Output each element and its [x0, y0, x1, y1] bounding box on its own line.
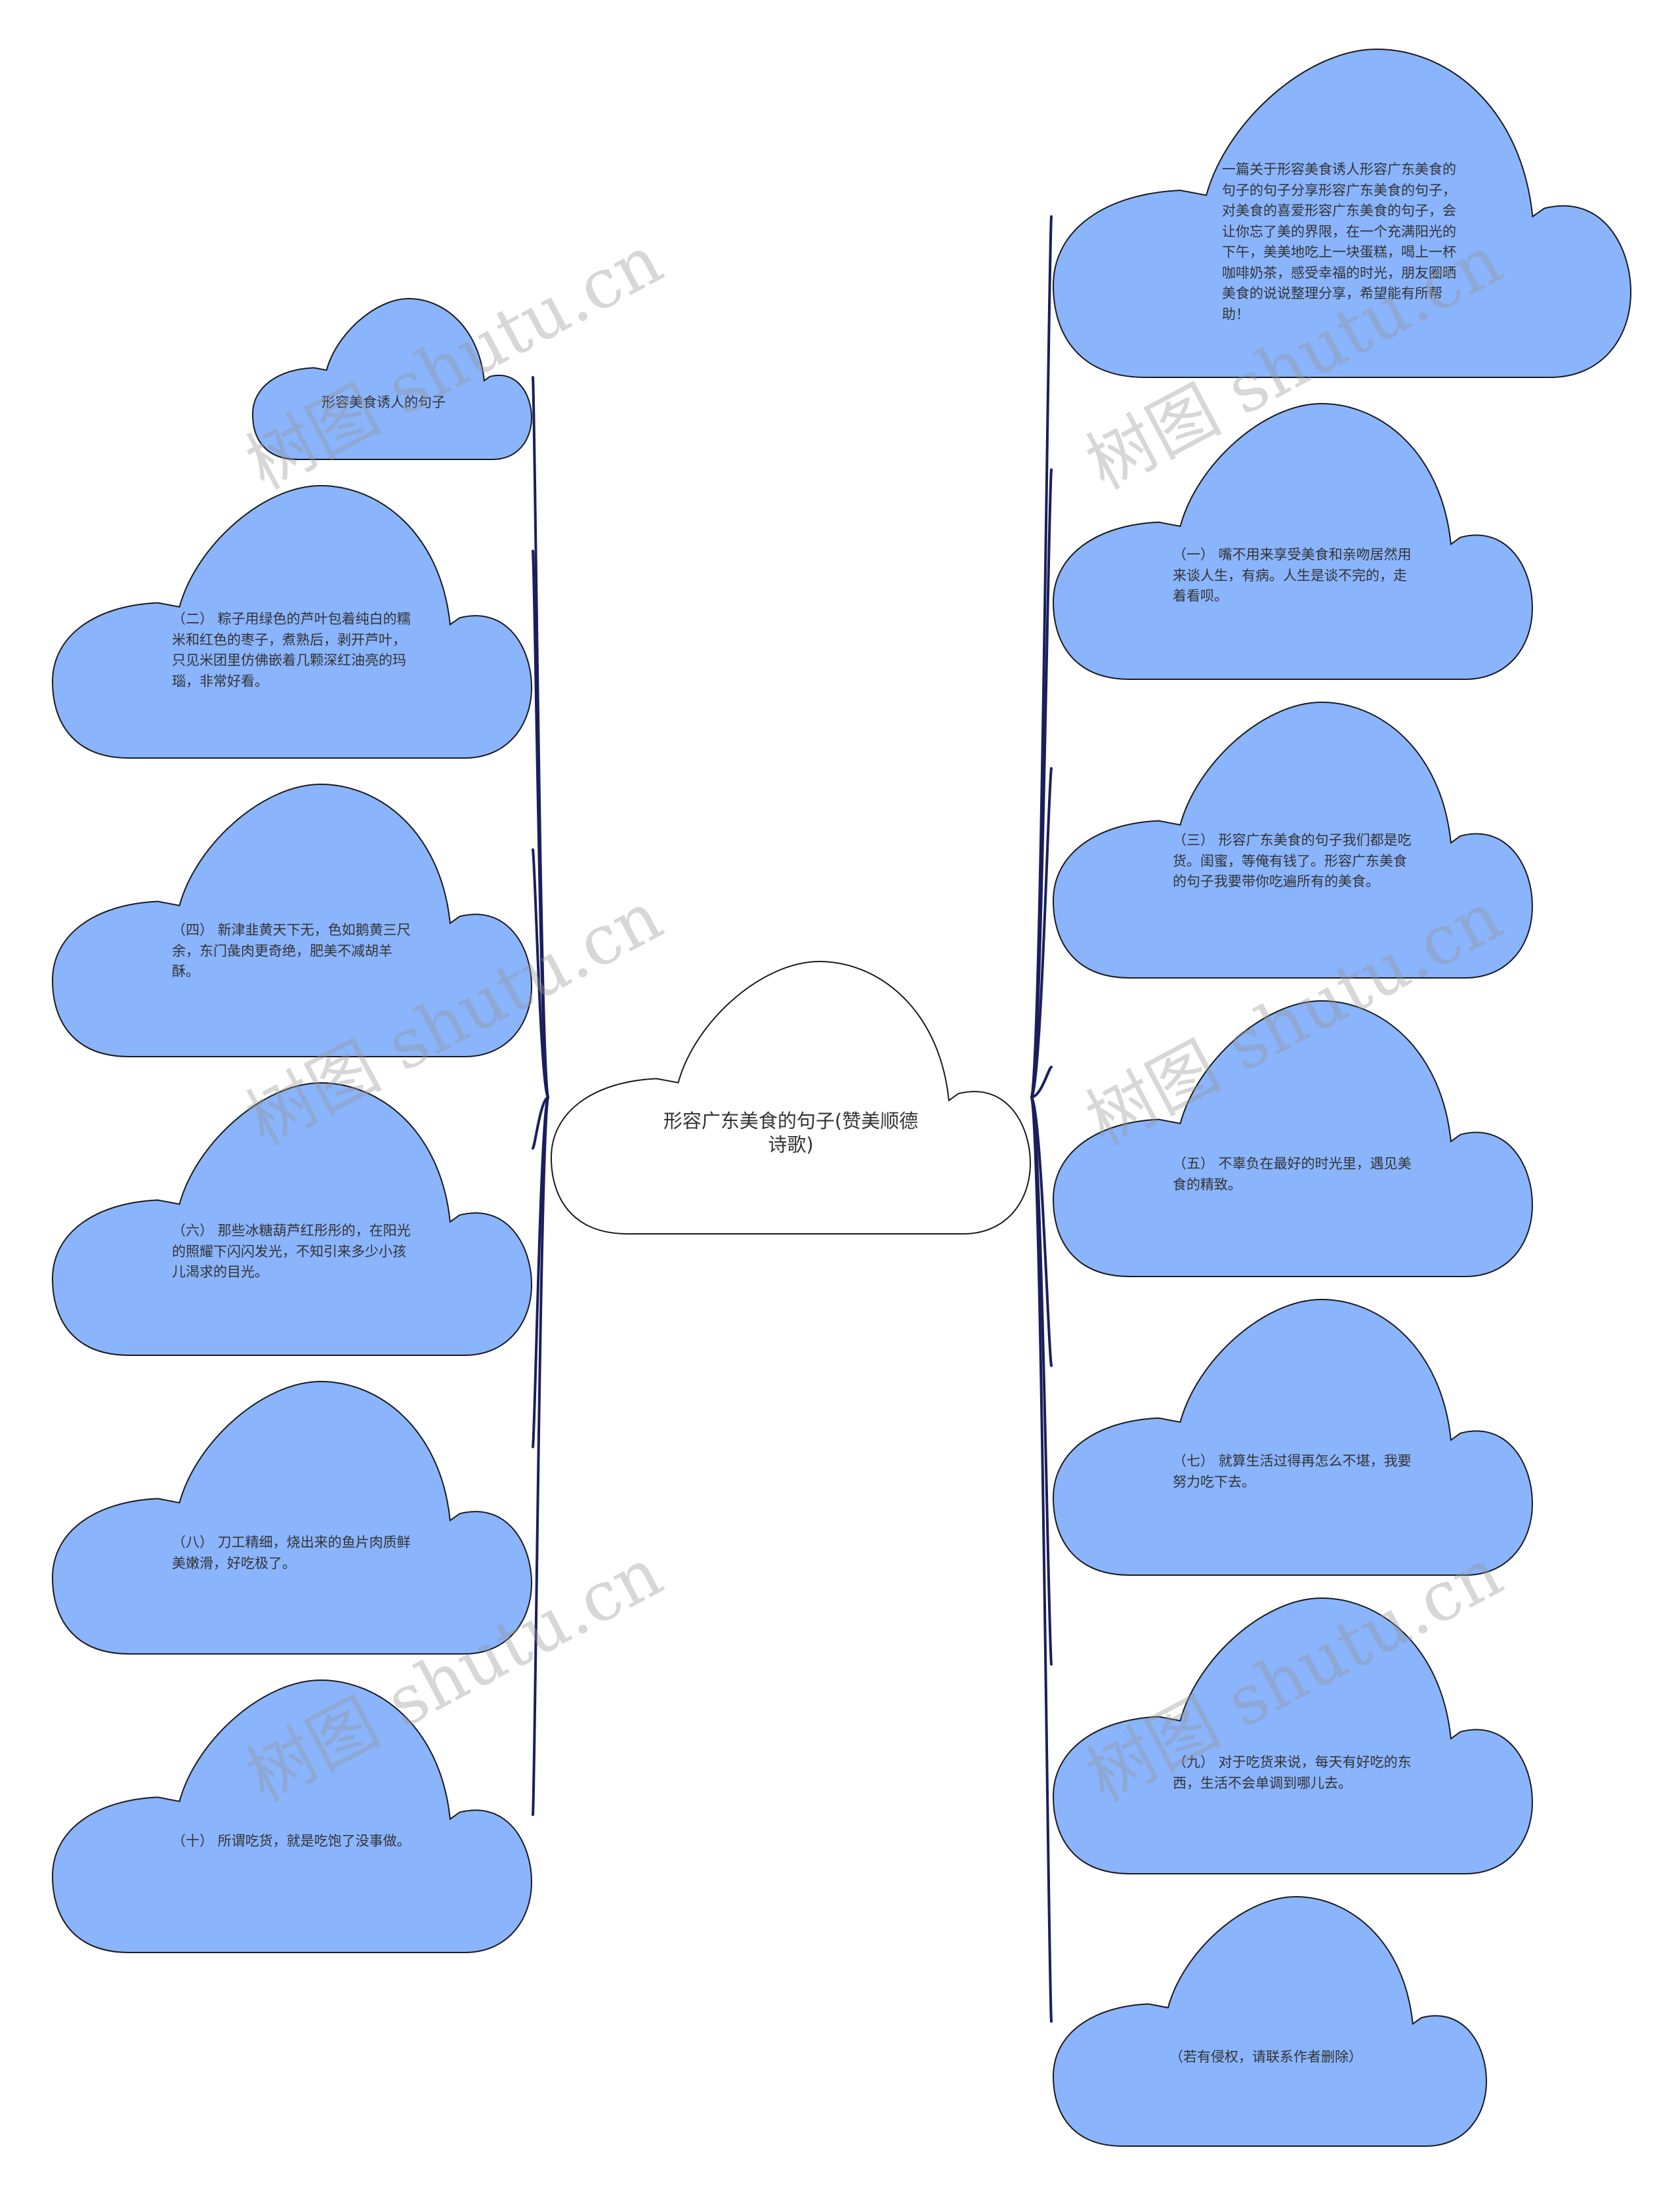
- root-node[interactable]: [550, 960, 1032, 1235]
- right-node-label: （七） 就算生活过得再怎么不堪，我要努力吃下去。: [1173, 1453, 1412, 1490]
- left-node-1[interactable]: [51, 484, 533, 759]
- left-node-label: （二） 粽子用绿色的芦叶包着纯白的糯米和红色的枣子，煮熟后，剥开芦叶，只见米团里…: [172, 611, 411, 689]
- right-node-0[interactable]: [1052, 48, 1632, 378]
- connector-left-5: [532, 1096, 549, 1816]
- left-node-2[interactable]: [51, 783, 533, 1057]
- connector-right-4: [1030, 1096, 1053, 1367]
- left-node-label: （四） 新津韭黄天下无，色如鹅黄三尺余，东门彘肉更奇绝，肥美不减胡羊酥。: [172, 922, 411, 979]
- cloud-nodes: [51, 48, 1632, 2147]
- right-node-3[interactable]: [1052, 1000, 1534, 1277]
- root-node-label[interactable]: 形容广东美食的句子(赞美顺德诗歌): [663, 1110, 919, 1156]
- right-node-label: （一） 嘴不用来享受美食和亲吻居然用来谈人生，有病。人生是谈不完的，走着看呗。: [1173, 547, 1412, 604]
- left-node-label: （六） 那些冰糖葫芦红彤彤的，在阳光的照耀下闪闪发光，不知引来多少小孩儿渴求的目…: [172, 1223, 411, 1280]
- connector-right-3: [1030, 1065, 1053, 1099]
- connector-right-2: [1030, 767, 1053, 1099]
- connector-left-3: [532, 1096, 549, 1150]
- right-node-label: （三） 形容广东美食的句子我们都是吃货。闺蜜，等俺有钱了。形容广东美食的句子我要…: [1173, 832, 1412, 889]
- right-node-1[interactable]: [1052, 402, 1534, 680]
- left-node-3[interactable]: [51, 1082, 533, 1356]
- right-node-label: （若有侵权，请联系作者删除）: [1169, 2049, 1362, 2065]
- left-node-4[interactable]: [51, 1380, 533, 1655]
- right-node-label: 一篇关于形容美食诱人形容广东美食的句子的句子分享形容广东美食的句子，对美食的喜爱…: [1222, 161, 1456, 322]
- right-node-label: （九） 对于吃货来说，每天有好吃的东西，生活不会单调到哪儿去。: [1173, 1754, 1412, 1791]
- right-node-2[interactable]: [1052, 701, 1534, 979]
- left-node-label: （八） 刀工精细，烧出来的鱼片肉质鲜美嫩滑，好吃极了。: [172, 1534, 411, 1571]
- connector-right-6: [1030, 1096, 1053, 2023]
- left-node-0[interactable]: [251, 297, 533, 460]
- right-node-label: （五） 不辜负在最好的时光里，遇见美食的精致。: [1173, 1156, 1412, 1193]
- connector-left-1: [532, 549, 549, 1099]
- right-node-4[interactable]: [1052, 1298, 1534, 1576]
- left-node-label: 形容美食诱人的句子: [322, 394, 446, 410]
- connector-left-2: [532, 848, 549, 1099]
- left-node-label: （十） 所谓吃货，就是吃饱了没事做。: [172, 1833, 411, 1849]
- connector-right-1: [1030, 468, 1053, 1099]
- right-node-6[interactable]: [1052, 1895, 1488, 2147]
- right-node-5[interactable]: [1052, 1597, 1534, 1874]
- connector-lines: [532, 215, 1053, 2023]
- left-node-5[interactable]: [51, 1679, 533, 1953]
